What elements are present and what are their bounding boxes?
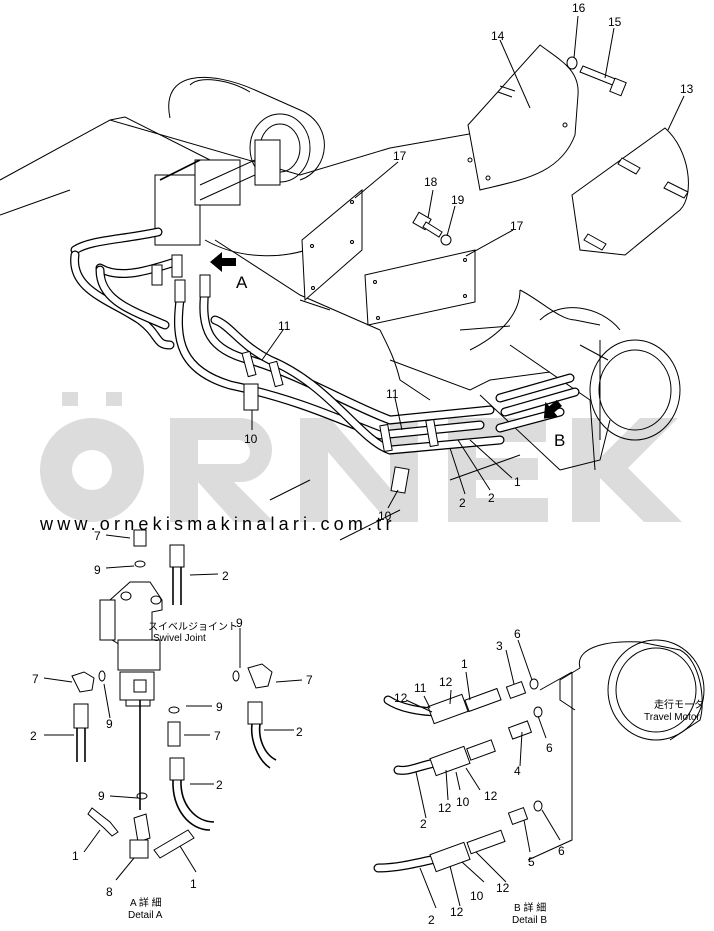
detail-a-callout-1-left: 1 (72, 849, 79, 863)
detail-a-callout-7-top: 7 (94, 529, 101, 543)
detail-b-callout-5: 5 (528, 855, 535, 869)
detail-a-callout-2-lower: 2 (216, 778, 223, 792)
detail-a-callout-2-left: 2 (30, 729, 37, 743)
detail-b-callout-4: 4 (514, 764, 521, 778)
callout-11-right: 11 (386, 387, 399, 401)
detail-b-drawing (373, 639, 705, 909)
callout-1-main: 1 (514, 475, 521, 489)
detail-b-callout-6-mid: 6 (546, 741, 553, 755)
detail-a-callout-9-right: 9 (236, 616, 243, 630)
detail-a-callout-2-top: 2 (222, 569, 229, 583)
detail-b-title-en: Detail B (512, 915, 547, 926)
main-view-callouts: 14 16 15 13 17 18 19 17 A 11 10 11 B 10 … (236, 1, 694, 523)
detail-a-callout-7-left: 7 (32, 672, 39, 686)
callout-13: 13 (680, 82, 694, 96)
callout-17-top: 17 (393, 149, 407, 163)
detail-b-callout-12-d: 12 (438, 801, 452, 815)
detail-b-callout-2-b: 2 (428, 913, 435, 926)
detail-b-callout-12-b: 12 (439, 675, 453, 689)
detail-b-callout-12-c: 12 (484, 789, 498, 803)
detail-a-labels: 7 9 2 9 スイベルジョイント Swivel Joint 7 7 9 9 7… (30, 529, 313, 921)
detail-a-title-en: Detail A (128, 910, 163, 921)
detail-a-callout-1-right: 1 (190, 877, 197, 891)
detail-b-callout-12-f: 12 (450, 905, 464, 919)
watermark-url: www.ornekismakinalari.com.tr (39, 514, 396, 534)
callout-19: 19 (451, 193, 465, 207)
detail-b-callout-2-a: 2 (420, 817, 427, 831)
callout-17-bottom: 17 (510, 219, 524, 233)
detail-b-callout-10-b: 10 (470, 889, 484, 903)
detail-b-labels: 1 12 11 12 3 6 走行モータ Travel Motor 6 4 12… (394, 627, 704, 927)
detail-b-callout-6-top: 6 (514, 627, 521, 641)
detail-b-callout-11: 11 (414, 681, 427, 695)
detail-b-callout-3: 3 (496, 639, 503, 653)
detail-a-callout-9-mid: 9 (216, 700, 223, 714)
view-marker-a: A (236, 273, 248, 292)
callout-10-right: 10 (378, 509, 392, 523)
detail-a-callout-8: 8 (106, 885, 113, 899)
detail-a-callout-7-mid: 7 (214, 729, 221, 743)
callout-2-a: 2 (459, 496, 466, 510)
detail-b-title-jp: B 詳 細 (514, 901, 546, 914)
detail-a-title-jp: A 詳 細 (130, 896, 162, 909)
detail-b-callout-6-bottom: 6 (558, 844, 565, 858)
travel-motor-jp: 走行モータ (654, 698, 704, 711)
detail-a-drawing (43, 529, 303, 881)
callout-2-b: 2 (488, 491, 495, 505)
callout-11-left: 11 (278, 319, 291, 333)
main-assembly-view (0, 15, 689, 541)
detail-a-callout-9-lower: 9 (98, 789, 105, 803)
detail-b-callout-1: 1 (461, 657, 468, 671)
detail-a-callout-7-right: 7 (306, 673, 313, 687)
callout-10-left: 10 (244, 432, 258, 446)
detail-b-callout-12-a: 12 (394, 691, 408, 705)
view-marker-b: B (554, 431, 565, 450)
swivel-joint-en: Swivel Joint (153, 633, 206, 644)
detail-b-callout-12-e: 12 (496, 881, 510, 895)
travel-motor-en: Travel Motor (644, 712, 700, 723)
callout-14: 14 (491, 29, 505, 43)
detail-a-callout-9-left: 9 (106, 717, 113, 731)
callout-16: 16 (572, 1, 586, 15)
callout-15: 15 (608, 15, 622, 29)
callout-18: 18 (424, 175, 438, 189)
detail-b-callout-10-a: 10 (456, 795, 470, 809)
swivel-joint-jp: スイベルジョイント (148, 621, 238, 633)
watermark-logo (40, 392, 682, 522)
detail-a-callout-9-top: 9 (94, 563, 101, 577)
detail-a-callout-2-right: 2 (296, 725, 303, 739)
